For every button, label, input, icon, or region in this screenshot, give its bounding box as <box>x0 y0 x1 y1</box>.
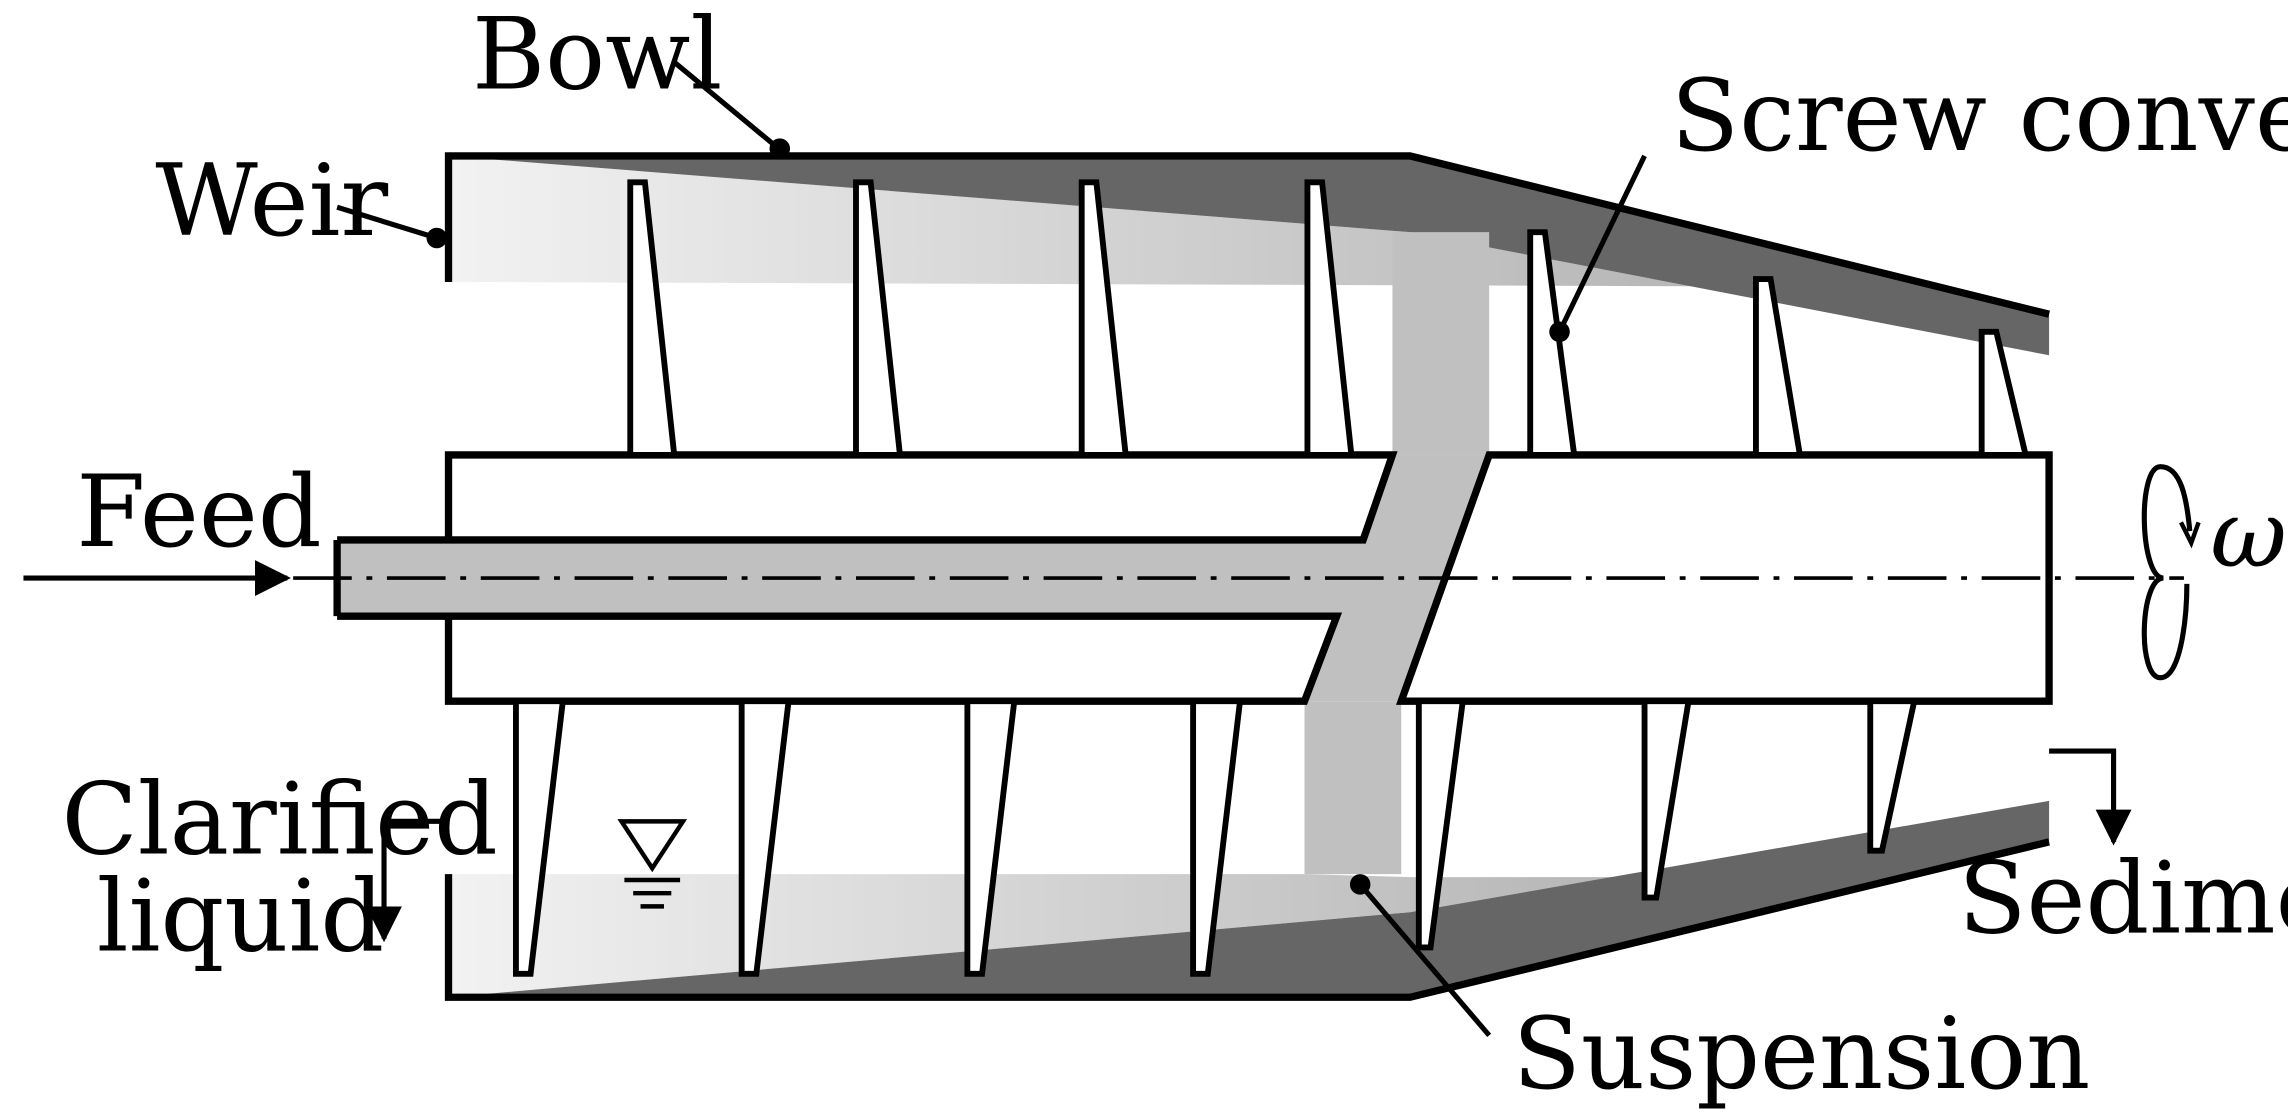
label-bowl: Bowl <box>472 0 722 113</box>
conveyor-hub-left <box>337 454 1393 702</box>
clarified-liquid-arrow <box>366 818 449 943</box>
label-clarified-line1: Clarified <box>62 761 498 878</box>
liquid-level-symbol <box>617 819 688 909</box>
rotation-arrow <box>2141 464 2193 581</box>
label-omega: ω <box>2210 480 2287 589</box>
bowl-outline-bottom <box>444 838 2050 1001</box>
conveyor-hub-right <box>1396 451 2053 705</box>
label-suspension: Suspension <box>1513 995 2091 1112</box>
label-sediment: Sediment <box>1958 840 2288 957</box>
label-screw-conveyor: Screw conveyor <box>1671 57 2288 174</box>
screw-flights-bottom <box>513 698 1918 977</box>
label-clarified-line2: liquid <box>97 857 384 974</box>
suspension-column-bottom <box>1304 701 1402 875</box>
label-weir: Weir <box>155 142 388 259</box>
label-feed: Feed <box>76 453 321 570</box>
sediment-arrow <box>2049 748 2132 846</box>
bowl-wall-top <box>448 155 2050 356</box>
bowl-outline-top <box>444 152 2050 318</box>
suspension-column-top <box>1392 232 1490 455</box>
leader-lines <box>336 60 1647 1038</box>
bowl-wall-bottom <box>448 800 2050 998</box>
screw-flights-top <box>627 179 2030 458</box>
